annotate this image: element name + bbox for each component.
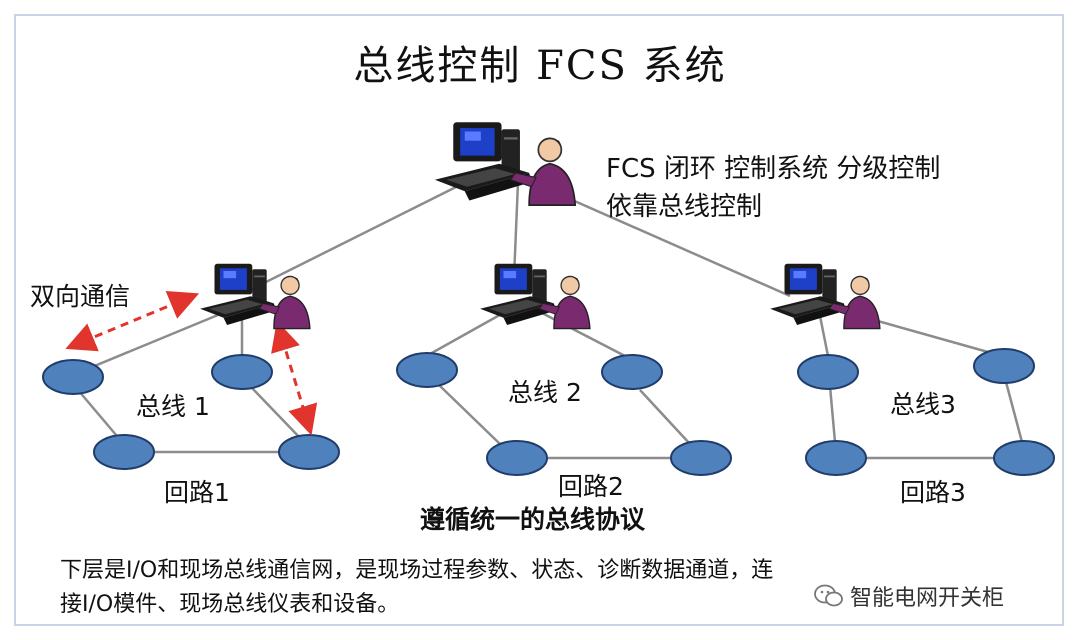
bus-node (973, 348, 1035, 384)
arrow-annotation-to-station (65, 291, 200, 352)
footer-line-1: 下层是I/O和现场总线通信网，是现场过程参数、状态、诊断数据通道，连 (60, 558, 774, 583)
link-top-station-3 (544, 186, 791, 298)
loop-label-1: 回路1 (164, 478, 230, 507)
link-s2-node-e (429, 310, 506, 356)
computer-operator-icon (769, 262, 881, 330)
description-line-1: FCS 闭环 控制系统 分级控制 (606, 154, 941, 184)
bus-node (93, 434, 155, 470)
footer-line-2: 接I/O模件、现场总线仪表和设备。 (60, 592, 400, 617)
bus-node (278, 434, 340, 470)
wechat-icon (814, 584, 843, 607)
computer-operator-icon (479, 262, 591, 330)
protocol-caption: 遵循统一的总线协议 (420, 505, 646, 534)
bus-node (601, 354, 663, 390)
link-i-k (828, 385, 837, 443)
watermark-text: 智能电网开关柜 (850, 586, 1005, 611)
bus-label-1: 总线 1 (136, 392, 210, 421)
bus-node (797, 354, 859, 390)
link-s3-node-j (859, 314, 996, 356)
link-s3-node-i (818, 315, 830, 357)
computer-operator-icon (199, 262, 311, 330)
link-f-h (639, 389, 691, 445)
bus-node (396, 352, 458, 388)
watermark: 智能电网开关柜 (808, 578, 1011, 614)
link-s1-node-a (79, 308, 231, 374)
bus-node (486, 440, 548, 476)
bus-node (993, 440, 1055, 476)
bus-label-3: 总线3 (890, 390, 956, 419)
diagram-title: 总线控制 FCS 系统 (353, 43, 727, 89)
arrow-station-to-node (271, 320, 318, 436)
loop-label-2: 回路2 (558, 472, 624, 501)
bus-node (211, 354, 273, 390)
link-a-c (77, 389, 123, 443)
link-j-l (1004, 381, 1024, 443)
computer-operator-icon (433, 121, 577, 207)
link-e-g (439, 385, 501, 445)
bus-node (670, 440, 732, 476)
link-b-d (251, 387, 303, 441)
bus-node (42, 359, 104, 395)
links (77, 178, 1024, 460)
bus-node (805, 440, 867, 476)
diagram-frame (14, 14, 1064, 626)
link-top-station-2 (512, 181, 520, 279)
description-line-2: 依靠总线控制 (606, 192, 763, 222)
link-top-station-1 (249, 178, 471, 292)
bus-label-2: 总线 2 (508, 378, 582, 407)
bidirectional-arrows (65, 291, 318, 436)
loop-label-3: 回路3 (900, 478, 966, 507)
annotation-label: 双向通信 (30, 282, 131, 311)
